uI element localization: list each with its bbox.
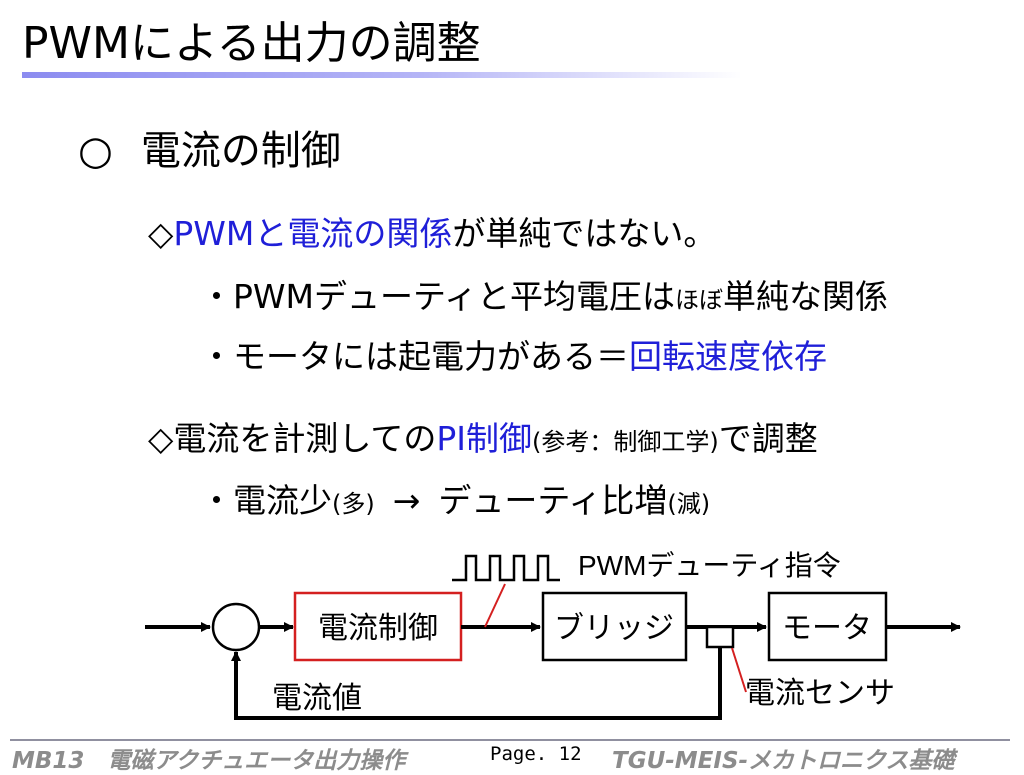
sub1-text-a: PWMデューティと平均電圧は	[233, 277, 676, 316]
sub2-blue-text: 回転速度依存	[629, 337, 827, 376]
bridge-block	[541, 591, 688, 662]
pwm-pulse-waveform	[452, 554, 560, 582]
footer: MB13 電磁アクチュエータ出力操作 Page. 12 TGU-MEIS-メカト…	[0, 737, 1024, 774]
item2-text-a: 電流を計測しての	[173, 419, 437, 458]
sub3-note-a: (多)	[332, 490, 375, 518]
sub1-line: ・PWMデューティと平均電圧はほぼ単純な関係	[200, 276, 888, 321]
current-sensor-square	[705, 625, 735, 649]
heading-line: ○ 電流の制御	[78, 126, 341, 176]
item2-blue-text: PI制御	[436, 419, 533, 458]
title-underline	[22, 72, 742, 78]
item2-note: (参考：制御工学)	[532, 428, 719, 456]
current-value-label: 電流値	[272, 682, 362, 715]
dot-marker: ・	[200, 481, 233, 520]
item1-blue-text: PWMと電流の関係	[173, 214, 453, 253]
item1-line: ◇PWMと電流の関係が単純ではない。	[148, 213, 716, 255]
block-diagram: PWMデューティ指令 電流制御 ブリッジ モータ 電流値 電流センサ	[145, 550, 961, 720]
dot-marker: ・	[200, 277, 233, 316]
item2-line: ◇電流を計測してのPI制御(参考：制御工学)で調整	[148, 418, 818, 463]
current-sensor-label: 電流センサ	[745, 677, 895, 710]
sub2-line: ・モータには起電力がある＝回転速度依存	[200, 336, 827, 378]
summing-junction	[211, 602, 261, 652]
diamond-marker: ◇	[148, 419, 174, 458]
sub3-note-b: (減)	[667, 490, 711, 518]
sub3-text-b: デューティ比増	[438, 481, 668, 520]
sub2-text: モータには起電力がある＝	[233, 337, 629, 376]
footer-rule	[10, 739, 1010, 741]
bridge-label: ブリッジ	[554, 612, 674, 645]
item1-text: が単純ではない。	[452, 214, 717, 253]
motor-label: モータ	[782, 612, 872, 645]
pwm-pointer-line	[484, 583, 506, 628]
slide-title: PWMによる出力の調整	[22, 18, 481, 69]
sub1-text-c: 単純な関係	[723, 277, 889, 316]
circle-marker: ○	[78, 128, 113, 174]
sub3-line: ・電流少(多) → デューティ比増(減)	[200, 480, 710, 525]
pwm-duty-label: PWMデューティ指令	[578, 550, 841, 581]
footer-course: MB13 電磁アクチュエータ出力操作	[12, 748, 406, 774]
sub1-text-b: ほぼ	[675, 286, 724, 314]
footer-page-number: Page. 12	[490, 743, 582, 765]
footer-department: TGU-MEIS-メカトロニクス基礎	[612, 748, 955, 774]
feedback-path	[231, 647, 722, 720]
sensor-pointer-line	[731, 647, 747, 693]
motor-block	[767, 591, 888, 662]
heading-text: 電流の制御	[140, 128, 341, 174]
diamond-marker: ◇	[148, 214, 174, 253]
sub3-text-a: 電流少	[233, 481, 332, 520]
dot-marker: ・	[200, 337, 233, 376]
item2-text-b: で調整	[718, 419, 818, 458]
sub3-arrow: →	[392, 481, 421, 520]
current-control-label: 電流制御	[318, 612, 438, 645]
